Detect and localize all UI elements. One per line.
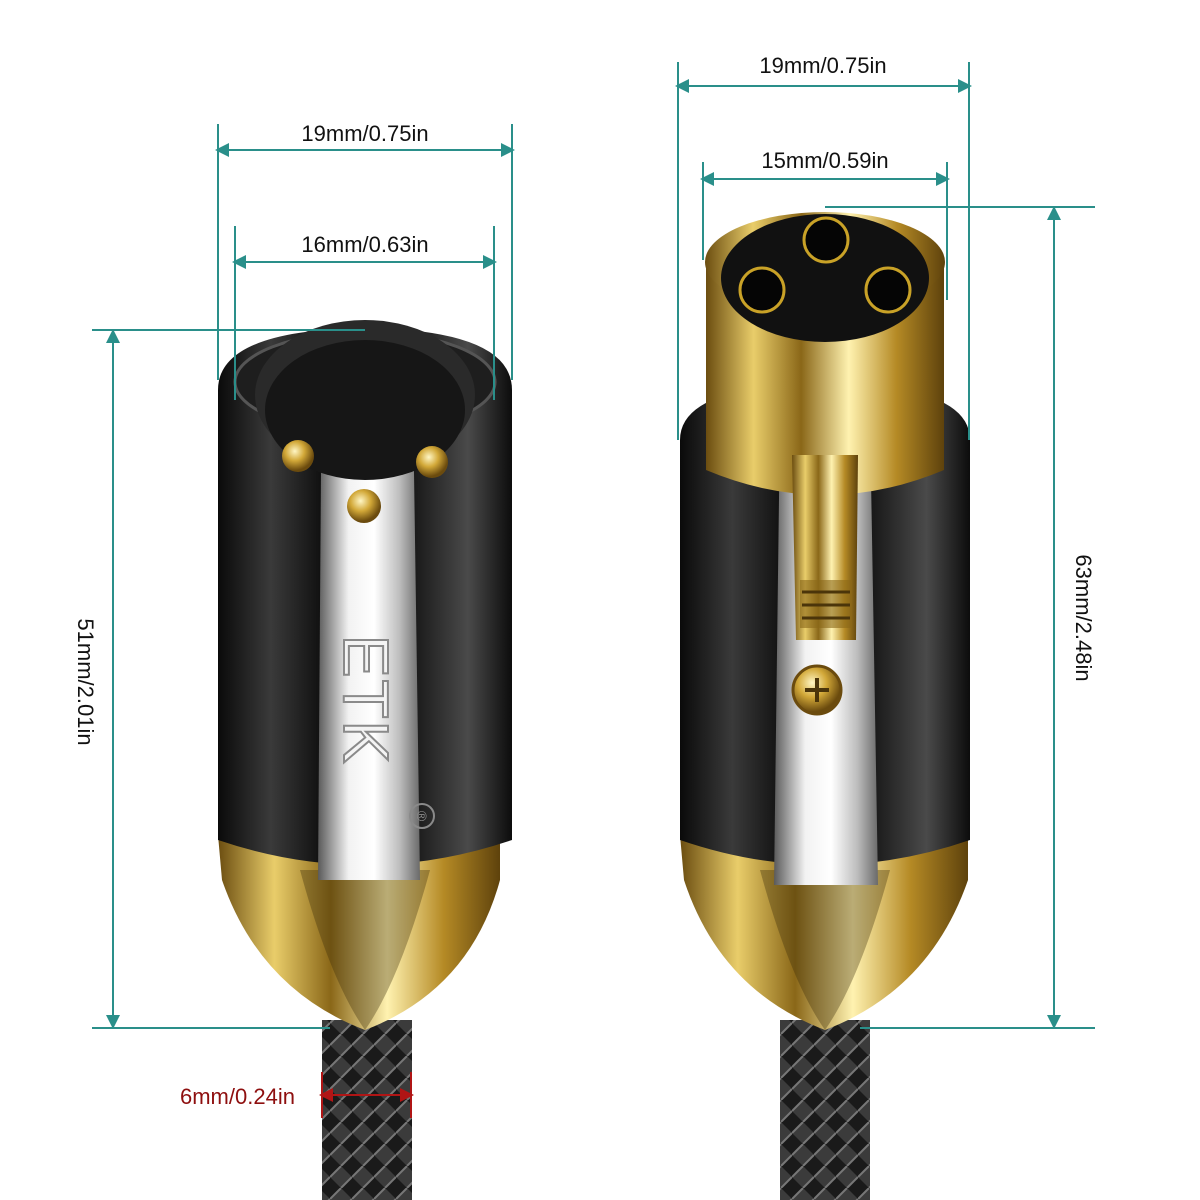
male-length-label: 51mm/2.01in	[73, 618, 98, 746]
female-inner-width-label: 15mm/0.59in	[761, 148, 889, 173]
male-cable	[322, 1020, 412, 1200]
female-xlr-connector	[680, 212, 970, 1030]
brand-logo: ETK	[329, 634, 403, 766]
female-length-label: 63mm/2.48in	[1071, 554, 1096, 682]
male-pin-3	[347, 489, 381, 523]
male-inner-width-label: 16mm/0.63in	[301, 232, 429, 257]
male-pin-1	[282, 440, 314, 472]
registered-mark: ®	[409, 803, 435, 829]
male-xlr-connector	[218, 320, 512, 1030]
male-pin-2	[416, 446, 448, 478]
female-cable	[780, 1020, 870, 1200]
female-outer-width-label: 19mm/0.75in	[759, 53, 887, 78]
cable-dimension-line	[319, 1072, 414, 1118]
male-outer-width-label: 19mm/0.75in	[301, 121, 429, 146]
dimension-lines	[92, 62, 1095, 1029]
cable-diameter-label: 6mm/0.24in	[180, 1084, 295, 1109]
